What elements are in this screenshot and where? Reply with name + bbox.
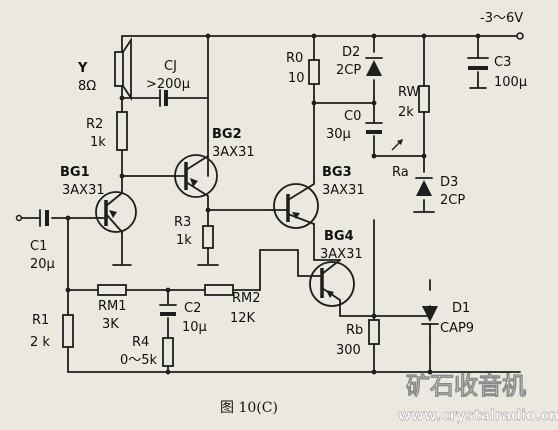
c2-ref: C2	[184, 301, 201, 316]
c3-value: 100μ	[494, 75, 527, 90]
bg1-ref: BG1	[60, 165, 90, 180]
speaker-ref: Y	[77, 61, 88, 76]
wire	[207, 195, 269, 211]
ra-adjust-icon	[391, 139, 403, 151]
d2-part: 2CP	[336, 63, 361, 78]
transistor-bg1	[95, 191, 137, 233]
resistor-rb	[368, 319, 380, 345]
resistor-rm1	[97, 284, 127, 296]
r3-value: 1k	[176, 233, 192, 248]
watermark-url: www.crystalradio.cn	[398, 408, 558, 424]
rw-value: 2k	[398, 105, 414, 120]
rb-ref: Rb	[346, 323, 363, 338]
supply-label: -3～6V	[480, 11, 523, 26]
bg4-part: 3AX31	[320, 247, 363, 262]
r0-value: 10	[288, 71, 305, 86]
d1-ref: D1	[452, 301, 470, 316]
capacitor-cj	[159, 89, 168, 107]
rb-value: 300	[336, 343, 361, 358]
resistor-rw	[418, 85, 430, 113]
r3-ref: R3	[174, 215, 191, 230]
resistor-r2	[116, 111, 128, 151]
bg2-part: 3AX31	[212, 145, 255, 160]
r1-ref: R1	[32, 313, 49, 328]
ra-ref: Ra	[392, 165, 409, 180]
capacitor-c2	[159, 304, 177, 316]
resistor-r4	[162, 337, 174, 367]
bg1-part: 3AX31	[62, 183, 105, 198]
capacitor-c1	[39, 209, 49, 227]
transistor-bg2	[174, 154, 218, 198]
c2-value: 10μ	[182, 320, 207, 335]
diode-d3	[415, 177, 433, 196]
d3-ref: D3	[440, 175, 458, 190]
d1-part: CAP9	[440, 321, 474, 336]
diode-d1	[421, 306, 439, 341]
rm2-value: 12K	[230, 311, 256, 326]
resistor-r1	[62, 314, 74, 348]
resistor-rm2	[204, 284, 234, 296]
r4-value: 0～5k	[120, 353, 158, 368]
d3-part: 2CP	[440, 193, 465, 208]
r2-value: 1k	[90, 135, 106, 150]
c1-value: 20μ	[30, 257, 55, 272]
speaker-icon	[114, 37, 132, 101]
transistor-bg4	[297, 259, 355, 307]
cj-ref: CJ	[164, 59, 177, 74]
r1-value: 2 k	[30, 335, 50, 350]
wire	[259, 249, 299, 291]
bg4-ref: BG4	[324, 229, 354, 244]
c0-ref: C0	[344, 109, 361, 124]
speaker-value: 8Ω	[78, 79, 96, 94]
input-terminal	[15, 214, 23, 222]
r2-ref: R2	[86, 117, 103, 132]
junction-dots	[65, 33, 481, 375]
resistor-r3	[202, 225, 214, 249]
r0-ref: R0	[286, 51, 303, 66]
d2-ref: D2	[342, 45, 360, 60]
rw-ref: RW	[398, 85, 420, 100]
r4-ref: R4	[132, 335, 149, 350]
rm2-ref: RM2	[232, 291, 261, 306]
resistor-r0	[308, 59, 320, 85]
transistor-bg3	[267, 183, 319, 229]
c0-value: 30μ	[326, 127, 351, 142]
supply-terminal	[516, 32, 524, 40]
cj-value: >200μ	[146, 77, 190, 92]
c1-ref: C1	[30, 239, 47, 254]
bg2-ref: BG2	[212, 127, 242, 142]
capacitor-c0	[365, 122, 383, 134]
bg3-part: 3AX31	[322, 183, 365, 198]
rm1-ref: RM1	[98, 299, 127, 314]
capacitor-c3	[467, 57, 489, 70]
rm1-value: 3K	[102, 317, 119, 332]
diode-d2	[365, 57, 383, 76]
watermark-title: 矿石收音机	[406, 372, 526, 400]
c3-ref: C3	[494, 55, 511, 70]
figure-caption: 图 10(C)	[220, 400, 278, 416]
bg3-ref: BG3	[322, 165, 352, 180]
